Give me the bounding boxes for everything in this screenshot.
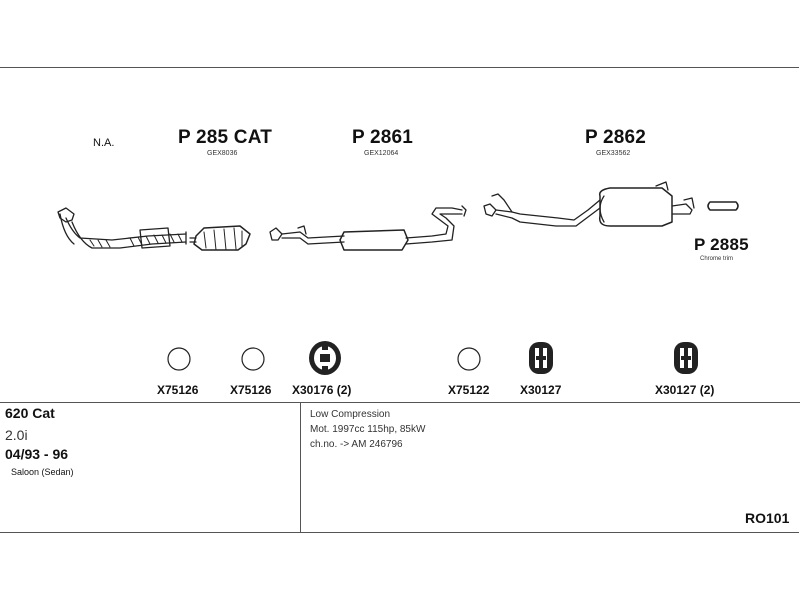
system-code: RO101 <box>745 510 790 526</box>
part-p285-ref: GEX8036 <box>207 150 238 157</box>
divider-vertical <box>300 402 301 532</box>
divider-horizontal <box>0 402 800 403</box>
note-line-1: Low Compression <box>310 409 391 420</box>
rubber-hanger-icon <box>309 341 341 375</box>
vehicle-body: Saloon (Sedan) <box>11 467 74 477</box>
vehicle-engine: 2.0i <box>5 427 28 443</box>
mount-label: X75126 <box>230 383 272 397</box>
part-p285-cat-label: P 285 CAT <box>178 127 273 148</box>
ring-mount-icon <box>167 347 191 371</box>
note-line-2: Mot. 1997cc 115hp, 85kW <box>310 424 426 435</box>
part-p2885-label: P 2885 <box>694 235 749 254</box>
diagram-frame <box>0 67 799 533</box>
rubber-block-icon <box>529 342 553 374</box>
part-p2861-ref: GEX12064 <box>364 150 399 157</box>
note-line-3: ch.no. -> AM 246796 <box>310 439 403 450</box>
ring-mount-icon <box>241 347 265 371</box>
mount-label: X30127 <box>520 383 562 397</box>
mount-label: X30127 (2) <box>655 383 715 397</box>
rubber-block-icon <box>674 342 698 374</box>
part-p2862-label: P 2862 <box>585 127 647 148</box>
chrome-trim-drawing <box>707 201 739 211</box>
vehicle-model: 620 Cat <box>5 405 55 421</box>
mount-label: X30176 (2) <box>292 383 352 397</box>
ring-mount-icon <box>457 347 481 371</box>
middle-pipe-drawing <box>269 205 467 251</box>
mount-label: X75122 <box>448 383 490 397</box>
label-na: N.A. <box>93 137 115 149</box>
part-p2861-label: P 2861 <box>352 127 414 148</box>
part-p2862-ref: GEX33562 <box>596 150 631 157</box>
front-downpipe-drawing <box>57 207 187 249</box>
part-p2885-note: Chrome trim <box>700 256 734 262</box>
mount-label: X75126 <box>157 383 199 397</box>
rear-silencer-drawing <box>483 181 695 227</box>
vehicle-years: 04/93 - 96 <box>5 446 69 462</box>
catalytic-converter-drawing <box>189 225 251 251</box>
